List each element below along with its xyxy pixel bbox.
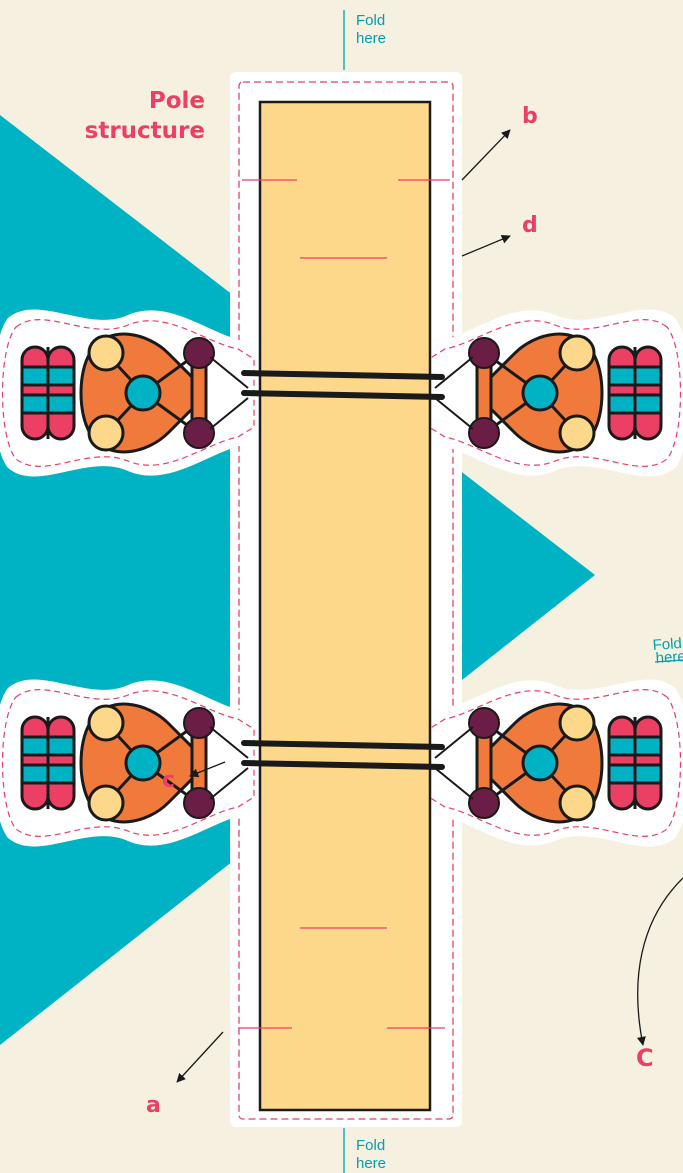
fold-top-line1: Fold xyxy=(356,12,385,29)
label-d: d xyxy=(522,213,538,238)
crossbars xyxy=(241,370,445,770)
figure-top-left xyxy=(0,308,265,478)
pole-body xyxy=(258,100,432,1112)
label-a: a xyxy=(146,1093,161,1118)
label-C: C xyxy=(636,1044,654,1072)
arrows xyxy=(176,129,683,1083)
pole-structure-title-line2: structure xyxy=(85,118,205,144)
fold-bottom-line1: Fold xyxy=(356,1137,385,1154)
label-b: b xyxy=(522,104,538,129)
pole-structure-title-line1: Pole xyxy=(149,88,205,114)
label-c: c xyxy=(162,768,175,793)
guide-marks xyxy=(238,179,450,1029)
fold-bottom-line2: here xyxy=(356,1155,386,1172)
figure-top-right xyxy=(418,308,683,478)
fold-line-right xyxy=(654,659,683,663)
fold-right-line2: here xyxy=(655,648,683,667)
fold-right-line1: Fold xyxy=(652,635,682,654)
fold-top-line2: here xyxy=(356,30,386,47)
figure-bottom-right xyxy=(418,678,683,848)
